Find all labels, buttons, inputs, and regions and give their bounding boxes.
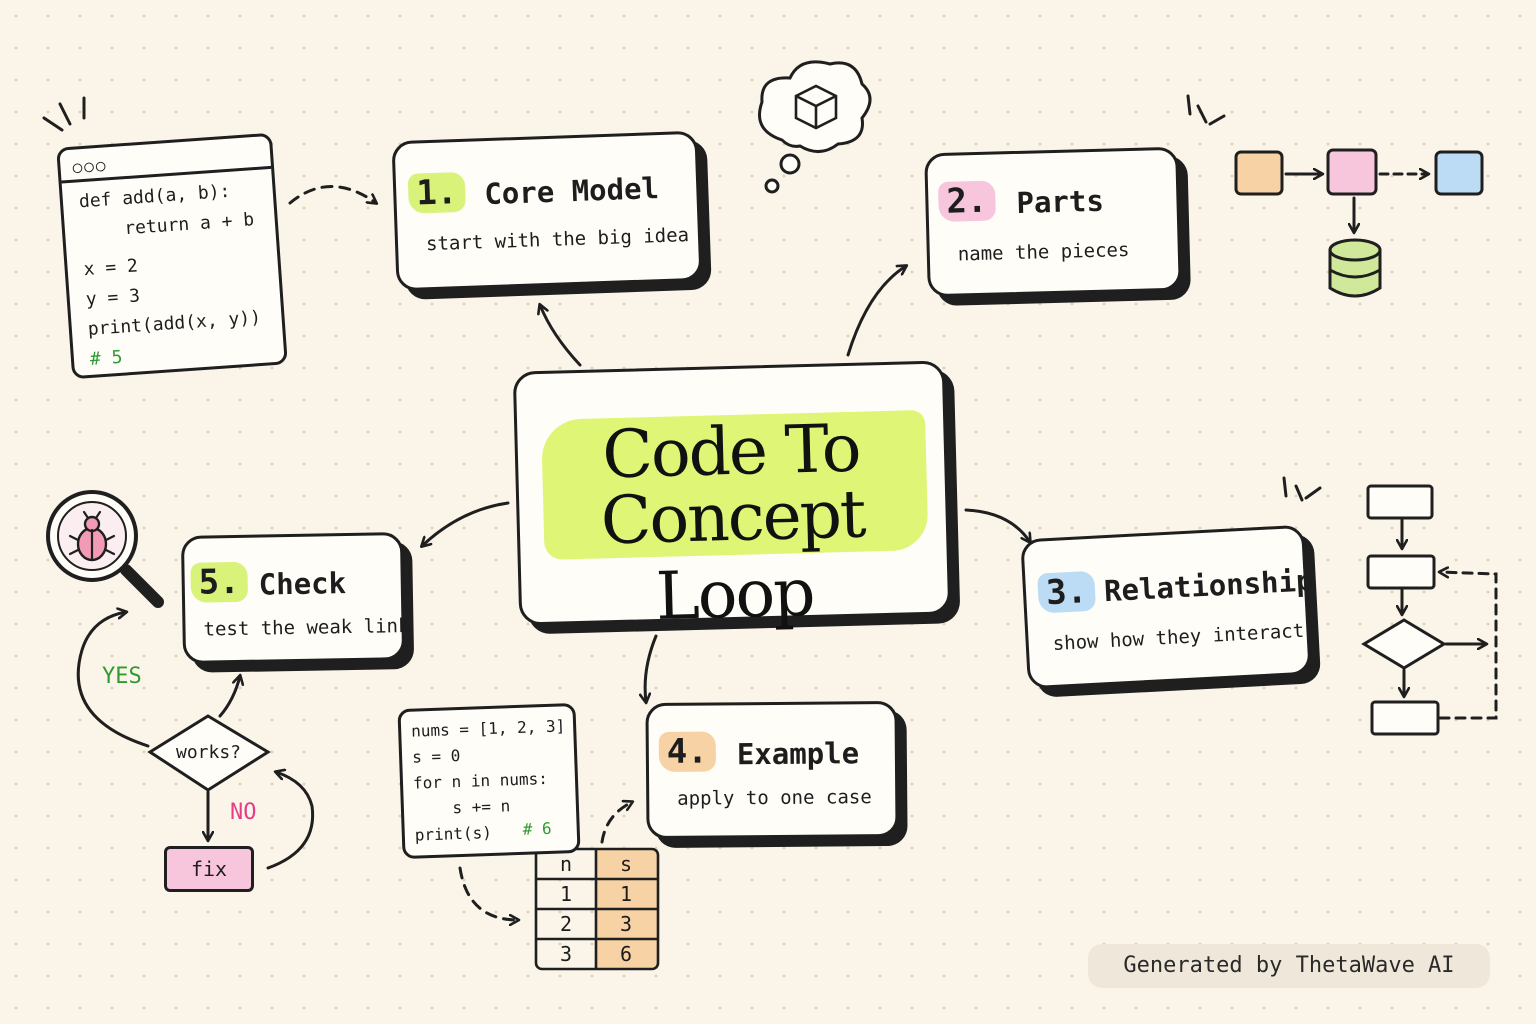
dashed-arrow-code-to-core — [288, 185, 376, 204]
fix-loop-arrow — [266, 772, 315, 870]
fix-label: fix — [190, 857, 228, 881]
arrow-to-relationship — [964, 508, 1030, 542]
code-line: print(add(x, y)) — [87, 306, 262, 341]
step-card-check: 5. Check test the weak link — [180, 532, 410, 664]
step-card-parts: 2. Parts name the pieces — [924, 146, 1182, 298]
center-title-card: Code To Concept Loop — [512, 360, 952, 635]
browser-dots-icon: ○○○ — [71, 155, 109, 177]
code-comment: # 5 — [89, 346, 124, 370]
fix-box: fix — [164, 846, 254, 892]
decision-to-check-arrow — [218, 676, 240, 718]
step-title: Relationship — [1103, 563, 1315, 609]
arrow-to-core-model — [540, 305, 582, 367]
thought-cloud-cube-icon — [758, 60, 872, 194]
arrow-to-example — [645, 634, 658, 702]
table-header: s — [619, 852, 633, 876]
step-number: 5. — [190, 561, 249, 603]
table-cell: 6 — [619, 942, 633, 966]
step-title: Parts — [1016, 183, 1105, 220]
bug-magnifier-icon — [46, 490, 164, 608]
code-editor-sum: nums = [1, 2, 3] s = 0 for n in nums: s … — [397, 702, 581, 860]
table-cell: 1 — [619, 882, 633, 906]
step-number: 1. — [407, 171, 466, 214]
step-card-core-model: 1. Core Model start with the big idea — [391, 130, 703, 292]
code-line: nums = [1, 2, 3] — [410, 716, 566, 741]
code-line: def add(a, b): — [78, 180, 232, 213]
step-card-example: 4. Example apply to one case — [645, 700, 899, 840]
arrow-to-parts — [846, 266, 906, 357]
table-header: n — [559, 852, 573, 876]
database-icon — [1328, 248, 1382, 298]
no-label: NO — [230, 800, 257, 825]
code-line: for n in nums: — [412, 768, 549, 793]
dashed-arrow-code-to-table — [458, 866, 518, 920]
trace-table — [534, 847, 660, 971]
step-title: Core Model — [483, 171, 660, 212]
yes-arrow — [76, 612, 150, 748]
step-title: Example — [736, 736, 860, 772]
table-cell: 3 — [559, 942, 573, 966]
step-subtitle: show how they interact — [1052, 619, 1305, 655]
table-cell: 2 — [559, 912, 573, 936]
step-number: 2. — [937, 180, 996, 222]
table-cell: 1 — [559, 882, 573, 906]
step-subtitle: name the pieces — [957, 239, 1130, 266]
code-comment: # 6 — [522, 818, 552, 839]
code-line: s = 0 — [411, 745, 461, 767]
flowchart-icon — [1361, 484, 1498, 736]
decision-label: works? — [176, 742, 242, 763]
code-line: x = 2 — [83, 255, 139, 281]
arrow-to-check — [422, 501, 510, 546]
step-number: 4. — [658, 731, 716, 772]
step-subtitle: apply to one case — [677, 786, 872, 810]
yes-label: YES — [102, 664, 142, 689]
step-number: 3. — [1037, 570, 1097, 614]
step-card-relationship: 3. Relationship show how they interact — [1020, 524, 1315, 690]
step-subtitle: test the weak link — [203, 614, 410, 641]
table-cell: 3 — [619, 912, 633, 936]
step-subtitle: start with the big idea — [425, 224, 690, 256]
code-line: y = 3 — [85, 285, 141, 311]
code-line: print(s) — [414, 822, 493, 845]
step-title: Check — [258, 566, 347, 602]
code-line: s += n — [413, 796, 511, 819]
code-line: return a + b — [80, 209, 255, 243]
generated-credit: Generated by ThetaWave AI — [1088, 944, 1490, 988]
main-title-line2: Concept Loop — [599, 475, 866, 636]
code-editor-add: ○○○ def add(a, b): return a + b x = 2 y … — [56, 132, 288, 380]
dashed-arrow-table-to-example — [600, 802, 632, 844]
decision-diamond — [147, 714, 271, 792]
